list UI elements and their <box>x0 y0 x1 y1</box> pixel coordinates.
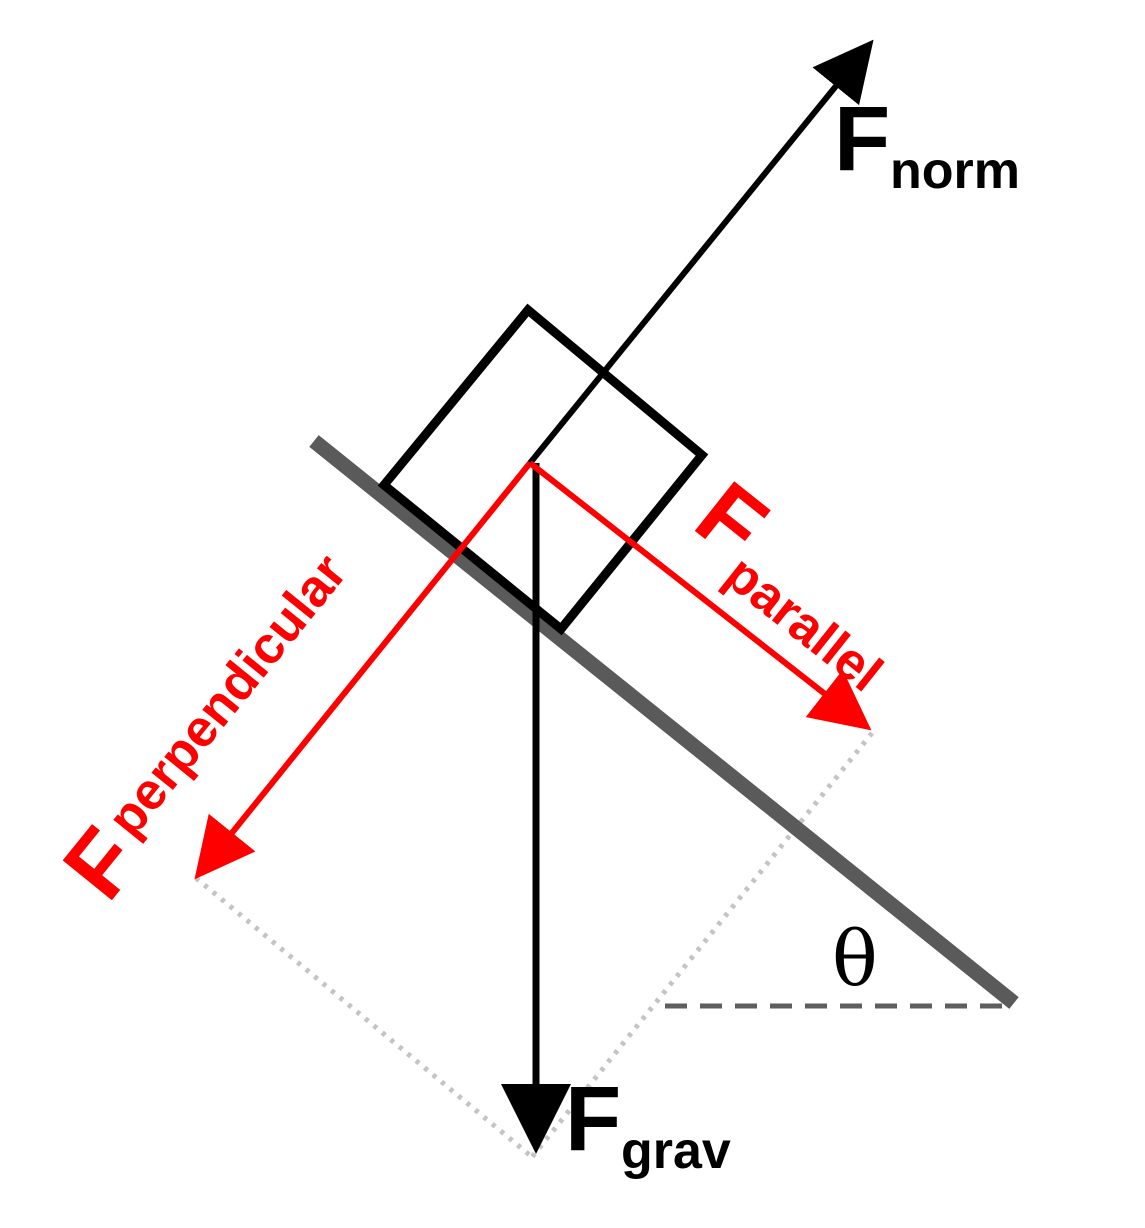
block <box>377 303 709 636</box>
normal-force-arrow <box>527 39 874 465</box>
parallel-component-arrow <box>528 460 872 731</box>
perpendicular-component-label-sub: perpendicular <box>97 544 358 848</box>
dotted-guide-parallel-to-gravity <box>530 731 874 1159</box>
normal-force-label-sub: norm <box>890 142 1020 200</box>
normal-force-label: F norm <box>834 88 1020 200</box>
normal-force-label-main: F <box>834 88 890 190</box>
perpendicular-component-arrow <box>194 461 533 880</box>
gravity-force-label-main: F <box>565 1068 621 1170</box>
parallel-component-label: F parallel <box>669 463 929 703</box>
angle-theta-label: θ <box>832 914 878 1003</box>
gravity-force-label-sub: grav <box>621 1122 731 1180</box>
dotted-guide-perpendicular-to-gravity <box>194 876 534 1159</box>
inclined-plane <box>309 435 1019 1009</box>
gravity-force-label: F grav <box>565 1068 731 1180</box>
